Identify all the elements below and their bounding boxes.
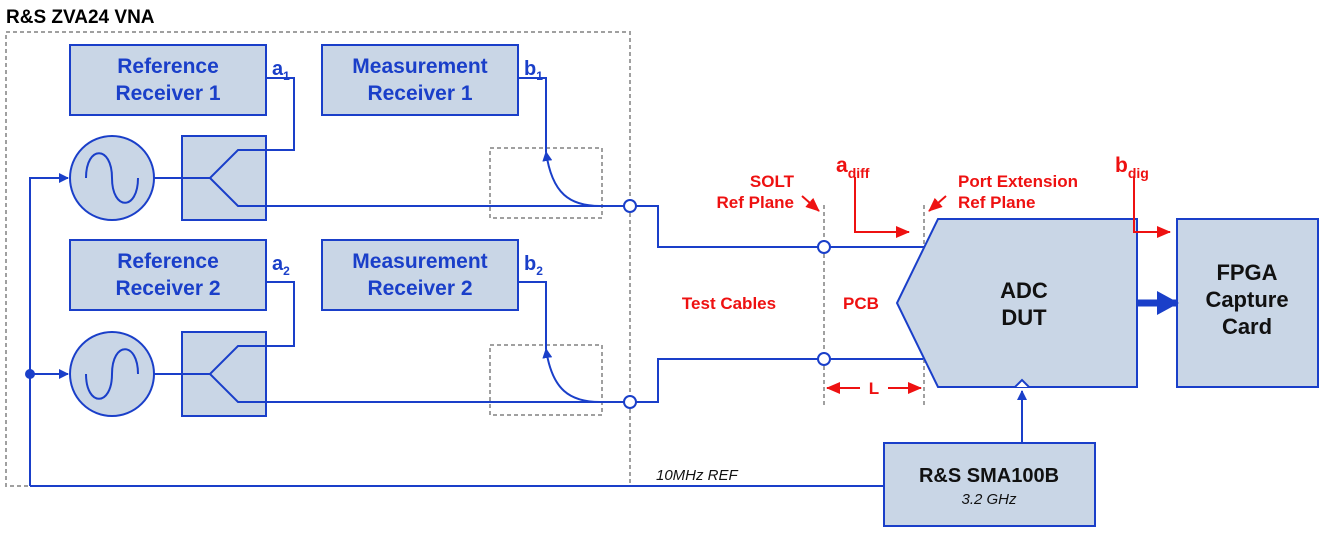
signal-source-1: [69, 135, 155, 221]
coupler-b2-curve: [542, 348, 601, 403]
b-dig-arrow: [1133, 177, 1171, 238]
fpga-capture-card-block[interactable]: FPGA Capture Card: [1176, 218, 1319, 388]
solt-label-line2: Ref Plane: [717, 193, 794, 212]
b-dig-label: bdig: [1115, 154, 1149, 181]
port-a1-label: a1: [272, 58, 290, 83]
coupler-b1-curve: [542, 151, 601, 207]
fpga-line2: Capture: [1205, 287, 1288, 312]
dut-line2: DUT: [1001, 305, 1047, 330]
port-a2-label: a2: [272, 253, 290, 278]
coupler-b2-box: [489, 344, 603, 416]
reference-receiver-2[interactable]: Reference Receiver 2: [69, 239, 267, 311]
ref-distribution-line: [29, 173, 69, 486]
pcb-connector-1[interactable]: [817, 240, 831, 254]
fpga-line3: Card: [1222, 314, 1272, 339]
sma-name: R&S SMA100B: [919, 465, 1059, 487]
coupler-1: [154, 77, 600, 221]
sine-wave-icon: [85, 152, 139, 204]
measurement-receiver-1[interactable]: Measurement Receiver 1: [321, 44, 519, 116]
ref-rx2-line1: Reference: [117, 250, 219, 273]
solt-label-line1: SOLT: [750, 172, 795, 191]
coupler-2: [154, 281, 600, 417]
meas-rx2-line1: Measurement: [352, 250, 487, 273]
a-diff-arrow: [854, 177, 910, 238]
meas-rx2-line2: Receiver 2: [367, 277, 472, 300]
dut-line1: ADC: [1000, 278, 1048, 303]
reference-receiver-1[interactable]: Reference Receiver 1: [69, 44, 267, 116]
ref-rx1-line2: Receiver 1: [115, 82, 220, 105]
meas-rx1-line1: Measurement: [352, 55, 487, 78]
fpga-line1: FPGA: [1216, 260, 1277, 285]
sma-freq: 3.2 GHz: [961, 491, 1017, 508]
vna-port-1-connector[interactable]: [623, 199, 637, 213]
solt-pointer-arrow: [801, 195, 820, 212]
sine-wave-icon: [85, 348, 139, 400]
vna-port-2-connector[interactable]: [623, 395, 637, 409]
vna-title: R&S ZVA24 VNA: [6, 7, 155, 28]
ref-10mhz-label: 10MHz REF: [656, 467, 739, 484]
measurement-receiver-2[interactable]: Measurement Receiver 2: [321, 239, 519, 311]
port-b1-label: b1: [524, 58, 543, 83]
port-b2-label: b2: [524, 253, 543, 278]
test-cables-label: Test Cables: [682, 294, 776, 313]
test-cable-1: [636, 205, 818, 248]
test-cable-2: [636, 358, 818, 403]
a-diff-label: adiff: [836, 154, 870, 181]
meas-rx1-line2: Receiver 1: [367, 82, 472, 105]
signal-source-2: [69, 331, 155, 417]
coupler-b1-box: [489, 147, 603, 219]
port-ext-label-line1: Port Extension: [958, 172, 1078, 191]
pcb-connector-2[interactable]: [817, 352, 831, 366]
sma100b-generator-block[interactable]: R&S SMA100B 3.2 GHz: [883, 442, 1096, 527]
port-ext-pointer-arrow: [928, 195, 947, 212]
pcb-label: PCB: [843, 294, 879, 313]
ref-rx1-line1: Reference: [117, 55, 219, 78]
port-ext-label-line2: Ref Plane: [958, 193, 1035, 212]
adc-dut-block[interactable]: ADC DUT: [895, 218, 1138, 388]
junction-dot: [25, 369, 35, 379]
clock-input-marker: [1014, 378, 1030, 388]
ref-rx2-line2: Receiver 2: [115, 277, 220, 300]
length-label: L: [869, 379, 879, 398]
